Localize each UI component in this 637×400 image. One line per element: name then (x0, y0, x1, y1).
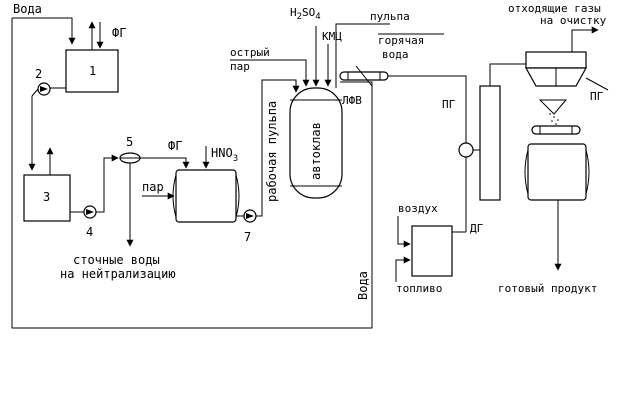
water-label-vertical: Вода (356, 271, 370, 300)
fuel-label: топливо (396, 282, 442, 295)
autoclave (289, 87, 343, 199)
product-drum (524, 143, 590, 201)
fg-label-5: ФГ (168, 139, 182, 153)
autoclave-label: автоклав (309, 122, 323, 180)
conveyor-belt (531, 125, 581, 135)
pump-2-symbol (40, 86, 48, 92)
vessel-1 (65, 49, 119, 93)
air-inlet-arrow (397, 216, 411, 248)
line-filter5-to-reactor (140, 157, 190, 169)
h2so4-label: H2SO4 (290, 6, 321, 22)
pulp-outlet-line (335, 23, 390, 88)
reactor-vessel (172, 169, 240, 223)
filter-5-number: 5 (126, 135, 133, 149)
pump-4-symbol (86, 209, 94, 215)
furnace (411, 225, 453, 277)
waste-water-label-2: на нейтрализацию (60, 267, 176, 281)
line-dryer-to-separator (489, 63, 526, 86)
sharp-steam-arrow (230, 59, 310, 87)
pg-label-right: ПГ (590, 90, 604, 103)
pump-7-symbol (246, 213, 254, 219)
water-loop-line (11, 17, 373, 329)
line-pump2-down (31, 88, 39, 97)
line-lfv-to-cyclone (388, 75, 467, 144)
vessel-1-number: 1 (89, 64, 96, 78)
exhaust-label-2: на очистку (540, 14, 607, 27)
air-label: воздух (398, 202, 438, 215)
kmts-label: КМЦ (322, 30, 342, 43)
pg-line-right (585, 77, 609, 91)
exhaust-gas-arrow (571, 26, 599, 52)
working-pulp-label: рабочая пульпа (265, 101, 279, 202)
vessel-3 (23, 174, 71, 222)
dryer-column (479, 85, 501, 201)
separator-top (525, 51, 587, 69)
line-pump4-to-filter5 (96, 154, 119, 213)
pump-4-number: 4 (86, 225, 93, 239)
exhaust-label-1: отходящие газы (508, 2, 601, 15)
hot-water-label-2: вода (382, 48, 409, 61)
sharp-steam-label-1: острый (230, 46, 270, 59)
hot-water-label-1: горячая (378, 34, 424, 47)
water-label-top: Вода (13, 2, 42, 16)
pump-2-number: 2 (35, 67, 42, 81)
heat-exchanger-diagonal (355, 65, 373, 87)
pump-7-number: 7 (244, 230, 251, 244)
waste-water-label-1: сточные воды (73, 253, 160, 267)
fuel-inlet-arrow (395, 256, 411, 282)
line-pump7-to-autoclave (256, 79, 300, 217)
hno3-label: HNO3 (211, 146, 238, 164)
lfv-label: ЛФВ (342, 94, 362, 107)
sharp-steam-label-2: пар (230, 60, 250, 73)
pulp-label: пульпа (370, 10, 410, 23)
pg-label-left: ПГ (442, 98, 456, 111)
steam-label: пар (142, 180, 164, 194)
vessel-3-number: 3 (43, 190, 50, 204)
finished-product-label: готовый продукт (498, 282, 597, 295)
fg-label-1: ФГ (112, 26, 126, 40)
falling-product-dots (538, 99, 568, 125)
dg-label: ДГ (470, 222, 484, 235)
gas-valve (458, 142, 474, 158)
